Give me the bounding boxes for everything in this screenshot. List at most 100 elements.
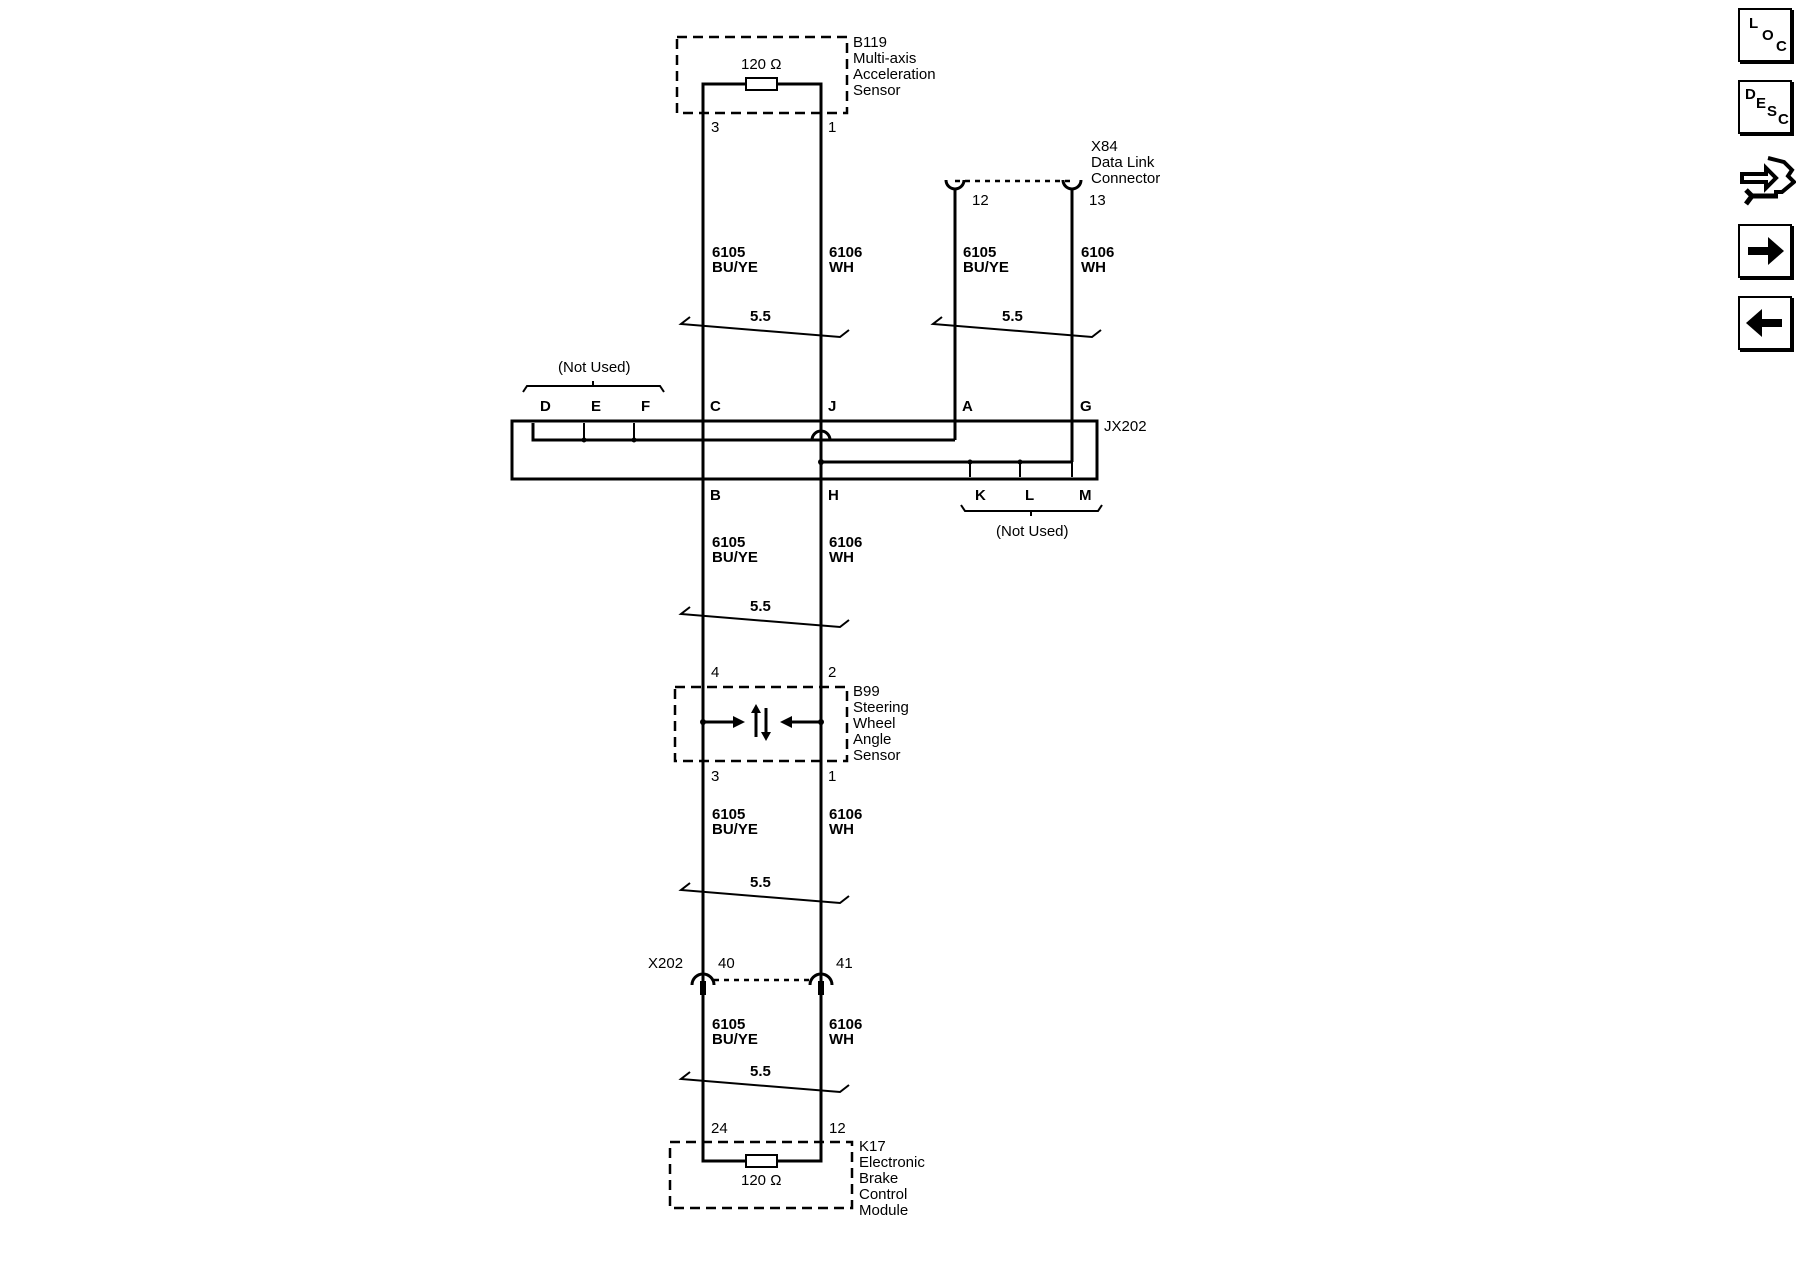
jx202-pin-c: C bbox=[710, 398, 721, 415]
location-letter-o: O bbox=[1762, 27, 1774, 44]
x202-pin-right: 41 bbox=[836, 955, 853, 972]
x202-pin-left: 40 bbox=[718, 955, 735, 972]
wire-label-6106-circuit-dlc: 6106 bbox=[1081, 244, 1114, 261]
twist-label-dlc: 5.5 bbox=[1002, 308, 1023, 325]
twist-label-4: 5.5 bbox=[750, 1063, 771, 1080]
jx202-pin-b: B bbox=[710, 487, 721, 504]
k17-outline bbox=[668, 1140, 854, 1210]
jx202-pin-d: D bbox=[540, 398, 551, 415]
b119-name-line3: Sensor bbox=[853, 82, 901, 99]
jx202-pin-a: A bbox=[962, 398, 973, 415]
wire-label-6106-color-2: WH bbox=[829, 549, 854, 566]
twist-mark-1: 5.5 bbox=[678, 308, 850, 339]
jx202-pin-j: J bbox=[828, 398, 836, 415]
jx202-outline bbox=[510, 419, 1099, 481]
wire-label-6106-color-dlc: WH bbox=[1081, 259, 1106, 276]
k17-pin-left: 24 bbox=[711, 1120, 728, 1137]
b99-name-line4: Sensor bbox=[853, 747, 901, 764]
location-letter-l: L bbox=[1749, 15, 1759, 32]
twist-mark-2: 5.5 bbox=[678, 598, 850, 629]
x84-pin-right: 13 bbox=[1089, 192, 1106, 209]
twist-mark-3: 5.5 bbox=[678, 874, 850, 905]
b119-name-line2: Acceleration bbox=[853, 66, 936, 83]
wire-label-6105-circuit-3: 6105 bbox=[712, 806, 745, 823]
x202-ref: X202 bbox=[648, 955, 683, 972]
connector-repair-button[interactable] bbox=[1738, 152, 1796, 206]
jx202-pin-l: L bbox=[1025, 487, 1034, 504]
arrow-left-icon bbox=[1746, 309, 1782, 337]
b119-pin-right: 1 bbox=[828, 119, 836, 136]
b119-sensor: 120 Ω B119 Multi-axis Acceleration Senso… bbox=[675, 34, 936, 136]
description-button[interactable]: D E S C bbox=[1738, 80, 1792, 134]
b119-resistor-label: 120 Ω bbox=[741, 56, 781, 73]
b99-pin-bottom-left: 3 bbox=[711, 768, 719, 785]
wire-label-6106-circuit-1: 6106 bbox=[829, 244, 862, 261]
wire-label-6106-circuit-2: 6106 bbox=[829, 534, 862, 551]
b99-name-line1: Steering bbox=[853, 699, 909, 716]
b99-pin-top-right: 2 bbox=[828, 664, 836, 681]
twist-label-1: 5.5 bbox=[750, 308, 771, 325]
jx202-junction: JX202 D E F C J A G B H K L M (Not Used) bbox=[510, 359, 1147, 540]
x84-name-line2: Connector bbox=[1091, 170, 1160, 187]
not-used-bracket-bottom bbox=[960, 504, 1103, 516]
description-letter-e: E bbox=[1756, 95, 1767, 112]
twist-label-3: 5.5 bbox=[750, 874, 771, 891]
b99-ref: B99 bbox=[853, 683, 880, 700]
not-used-label-bottom: (Not Used) bbox=[996, 523, 1069, 540]
location-letter-c: C bbox=[1776, 38, 1787, 55]
wire-label-6105-color-1: BU/YE bbox=[712, 259, 758, 276]
jx202-pin-k: K bbox=[975, 487, 986, 504]
k17-name-line2: Brake bbox=[859, 1170, 898, 1187]
connector-repair-icon bbox=[1740, 156, 1796, 206]
wire-label-6106-circuit-4: 6106 bbox=[829, 1016, 862, 1033]
k17-name-line1: Electronic bbox=[859, 1154, 925, 1171]
k17-ref: K17 bbox=[859, 1138, 886, 1155]
b99-name-line3: Angle bbox=[853, 731, 891, 748]
not-used-bracket-top bbox=[522, 381, 665, 393]
twist-mark-dlc: 5.5 bbox=[930, 308, 1102, 339]
location-button[interactable]: L O C bbox=[1738, 8, 1792, 62]
jx202-pin-h: H bbox=[828, 487, 839, 504]
next-page-button[interactable] bbox=[1738, 224, 1792, 278]
jx202-ref: JX202 bbox=[1104, 418, 1147, 435]
x84-connector: X84 Data Link Connector 12 13 bbox=[944, 138, 1160, 462]
wire-label-6105-color-dlc: BU/YE bbox=[963, 259, 1009, 276]
wire-label-6106-color-3: WH bbox=[829, 821, 854, 838]
b119-resistor bbox=[745, 77, 778, 91]
k17-module: 24 12 120 Ω K17 Electronic Brake Control… bbox=[668, 1120, 925, 1219]
jx202-pin-f: F bbox=[641, 398, 650, 415]
b99-pin-bottom-right: 1 bbox=[828, 768, 836, 785]
arrow-right-icon bbox=[1748, 237, 1784, 265]
k17-pin-right: 12 bbox=[829, 1120, 846, 1137]
k17-name-line3: Control bbox=[859, 1186, 907, 1203]
b119-name-line1: Multi-axis bbox=[853, 50, 916, 67]
not-used-label-top: (Not Used) bbox=[558, 359, 631, 376]
description-letter-d: D bbox=[1745, 86, 1756, 103]
x84-pin-left: 12 bbox=[972, 192, 989, 209]
description-letter-s: S bbox=[1767, 103, 1778, 120]
sidebar-toolbar: L O C D E S C bbox=[1738, 8, 1796, 368]
wire-label-6105-color-2: BU/YE bbox=[712, 549, 758, 566]
b119-ref: B119 bbox=[853, 34, 887, 51]
wire-label-6105-circuit-2: 6105 bbox=[712, 534, 745, 551]
previous-page-button[interactable] bbox=[1738, 296, 1792, 350]
wire-label-6106-color-4: WH bbox=[829, 1031, 854, 1048]
b119-outline bbox=[675, 35, 849, 115]
description-letter-c: C bbox=[1778, 111, 1789, 128]
b99-pin-top-left: 4 bbox=[711, 664, 719, 681]
wire-label-6106-color-1: WH bbox=[829, 259, 854, 276]
wire-label-6105-circuit-4: 6105 bbox=[712, 1016, 745, 1033]
jx202-pin-m: M bbox=[1079, 487, 1092, 504]
wire-label-6105-circuit-dlc: 6105 bbox=[963, 244, 996, 261]
wire-label-6105-color-4: BU/YE bbox=[712, 1031, 758, 1048]
k17-resistor bbox=[745, 1154, 778, 1168]
wire-label-6105-circuit-1: 6105 bbox=[712, 244, 745, 261]
b99-outline bbox=[673, 685, 849, 763]
jx202-pin-g: G bbox=[1080, 398, 1092, 415]
k17-resistor-label: 120 Ω bbox=[741, 1172, 781, 1189]
b99-name-line2: Wheel bbox=[853, 715, 896, 732]
x84-ref: X84 bbox=[1091, 138, 1118, 155]
twist-label-2: 5.5 bbox=[750, 598, 771, 615]
wire-label-6106-circuit-3: 6106 bbox=[829, 806, 862, 823]
